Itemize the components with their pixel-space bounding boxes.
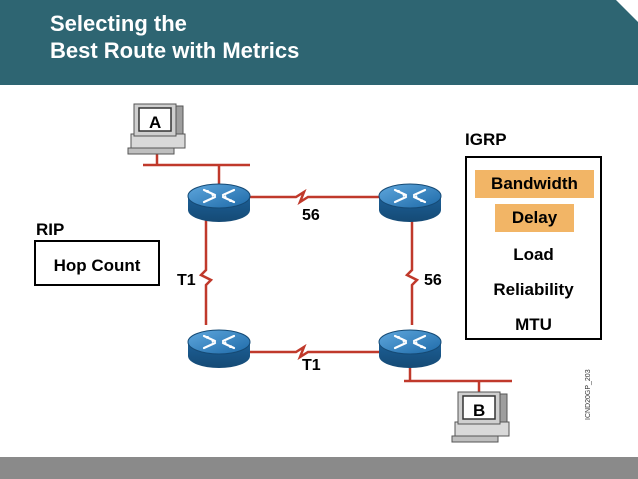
header-corner — [616, 0, 638, 22]
title-line-1: Selecting the — [50, 11, 187, 36]
link-bottom-label: T1 — [302, 357, 321, 374]
igrp-metric-load: Load — [513, 245, 554, 264]
rip-metric-box: Hop Count — [34, 240, 160, 286]
slide-header: Selecting the Best Route with Metrics — [0, 0, 638, 85]
router-icon — [377, 328, 443, 370]
router-icon — [186, 182, 252, 224]
router-icon — [377, 182, 443, 224]
link-top-label: 56 — [302, 207, 320, 224]
host-a-label: A — [149, 113, 162, 132]
slide-title: Selecting the Best Route with Metrics — [50, 10, 299, 64]
igrp-metric-delay: Delay — [495, 204, 574, 232]
slide-footer — [0, 457, 638, 479]
igrp-metric-mtu: MTU — [515, 315, 552, 334]
rip-metric-hop-count: Hop Count — [53, 256, 141, 275]
link-left — [198, 217, 214, 325]
igrp-title: IGRP — [465, 130, 507, 149]
igrp-metric-bandwidth: Bandwidth — [475, 170, 594, 198]
link-bottom — [250, 343, 380, 361]
lan-segment-top — [143, 152, 250, 190]
rip-title: RIP — [36, 220, 65, 239]
igrp-metric-reliability: Reliability — [493, 280, 574, 299]
host-b-label: B — [473, 401, 486, 420]
link-left-label: T1 — [177, 272, 196, 289]
link-right — [404, 217, 420, 325]
igrp-metric-box: Bandwidth Delay Load Reliability MTU — [465, 156, 602, 340]
slide-id-watermark: ICND20GP_203 — [585, 369, 592, 420]
link-right-label: 56 — [424, 272, 442, 289]
link-top — [250, 188, 380, 206]
title-line-2: Best Route with Metrics — [50, 38, 300, 63]
router-icon — [186, 328, 252, 370]
